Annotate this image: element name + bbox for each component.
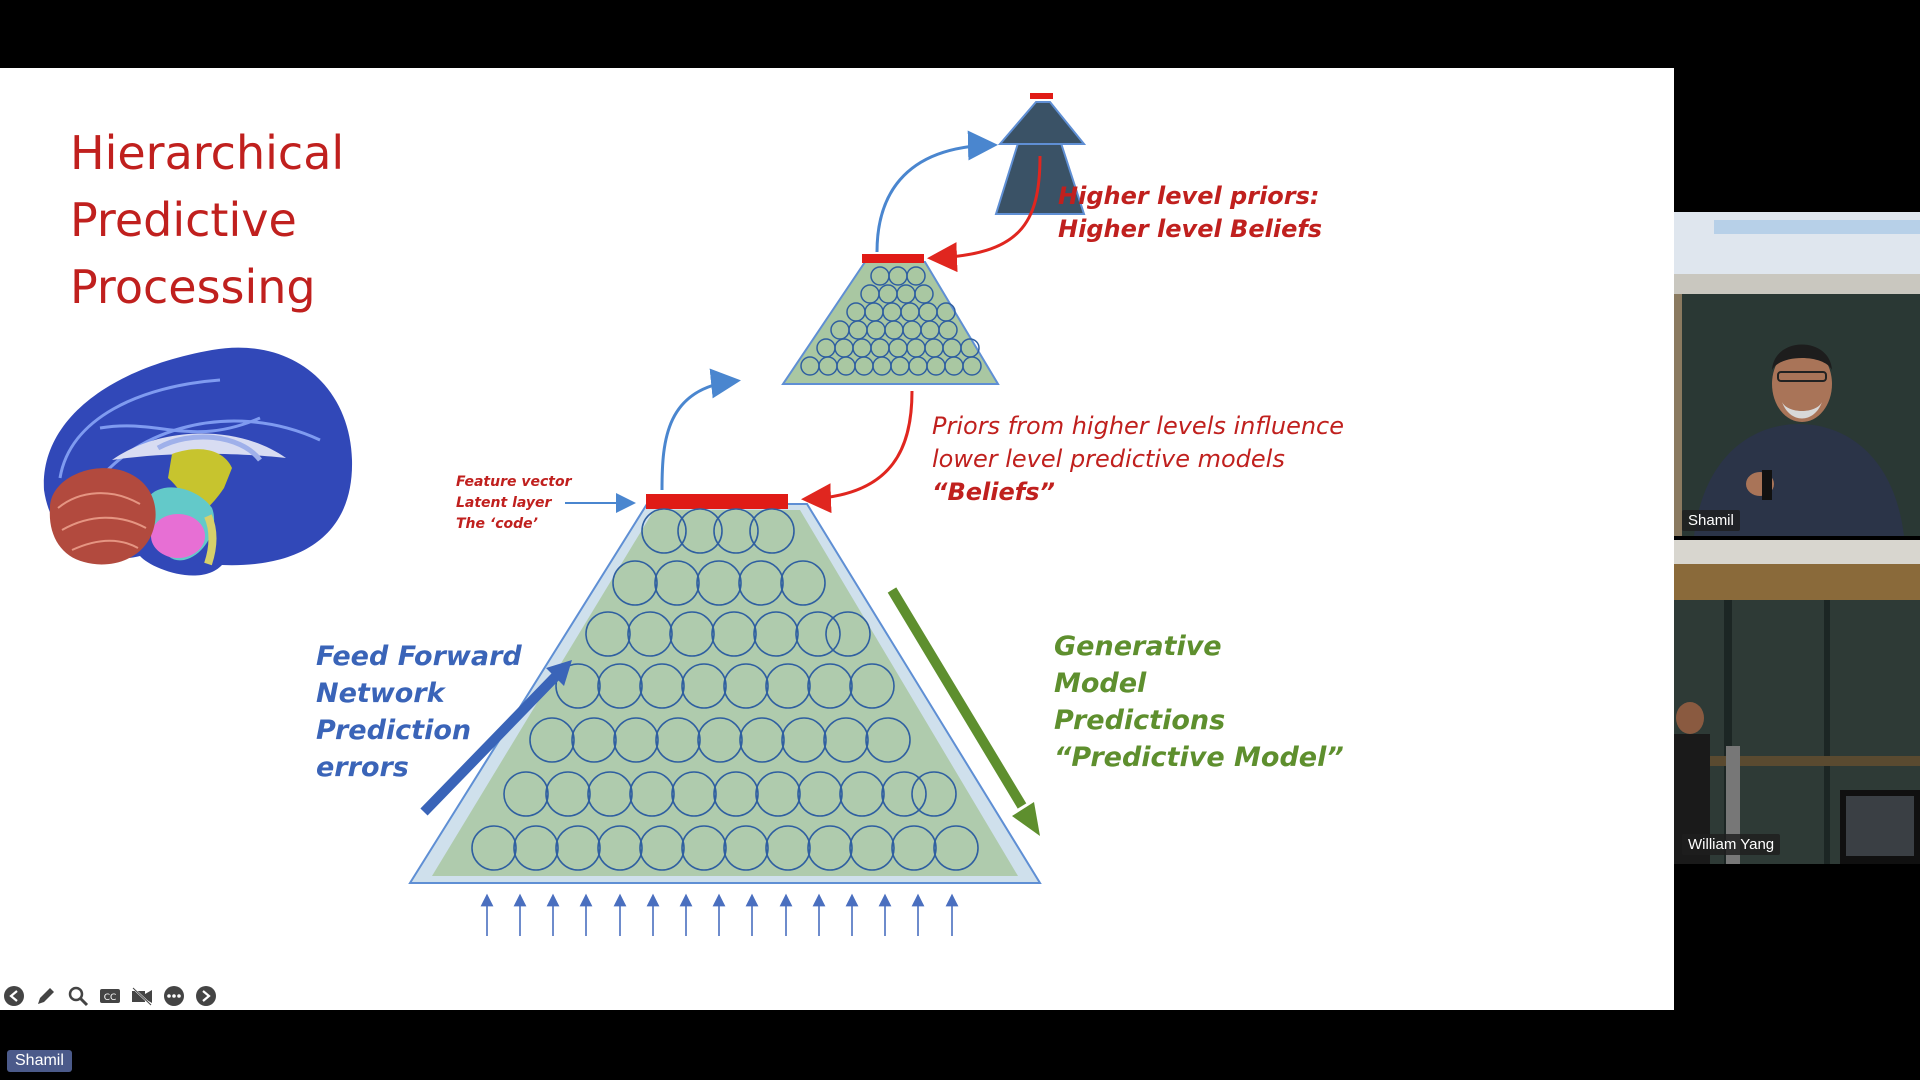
latent-layer-bar: [646, 494, 788, 509]
gen-line: Model: [1054, 668, 1147, 699]
slide-title: Hierarchical Predictive Processing: [70, 120, 344, 321]
middle-pyramid: [781, 254, 1000, 385]
input-arrows: [480, 893, 959, 936]
closed-caption-icon[interactable]: CC: [98, 984, 122, 1008]
gen-line: “Predictive Model”: [1054, 742, 1344, 773]
top-latent-bar: [1030, 93, 1053, 99]
pen-icon[interactable]: [34, 984, 58, 1008]
ff-line: Prediction: [316, 715, 472, 746]
video-frame: [1674, 540, 1920, 864]
title-line: Predictive: [70, 193, 297, 247]
feed-forward-label: Feed Forward Network Prediction errors: [316, 638, 522, 786]
svg-text:CC: CC: [104, 993, 117, 1003]
slide-diagram: [43, 93, 1087, 936]
feed-forward-arrow: [420, 660, 572, 816]
ff-line: Network: [316, 678, 445, 709]
feed-up-arrow-lower: [660, 368, 741, 491]
back-arrow-icon[interactable]: [2, 984, 26, 1008]
participant-video-william-yang[interactable]: William Yang: [1674, 540, 1920, 864]
higher-level-priors-label: Higher level priors: Higher level Belief…: [1058, 180, 1322, 246]
participant-video-shamil[interactable]: Shamil: [1674, 274, 1920, 536]
brain-illustration: [43, 347, 353, 576]
title-line: Hierarchical: [70, 126, 345, 180]
video-off-icon[interactable]: [130, 984, 154, 1008]
priors-line: “Beliefs”: [932, 478, 1055, 506]
higher-line: Higher level priors:: [1058, 182, 1320, 210]
priors-arrow-lower: [801, 390, 914, 514]
priors-line: Priors from higher levels influence: [932, 412, 1345, 440]
middle-latent-bar: [862, 254, 924, 263]
presentation-slide: Hierarchical Predictive Processing Featu…: [0, 68, 1674, 1010]
ff-line: errors: [316, 752, 409, 783]
ff-line: Feed Forward: [316, 641, 522, 672]
title-line: Processing: [70, 260, 316, 314]
priors-influence-label: Priors from higher levels influence lowe…: [932, 410, 1344, 509]
bottom-pyramid: [408, 494, 1042, 884]
gen-line: Generative: [1054, 631, 1222, 662]
gen-line: Predictions: [1054, 705, 1226, 736]
feature-vector-label: Feature vector Latent layer The ‘code’: [456, 472, 572, 535]
generative-arrow: [887, 587, 1040, 836]
feature-line: Latent layer: [456, 495, 552, 511]
priors-arrow-upper: [927, 155, 1042, 273]
more-icon[interactable]: [162, 984, 186, 1008]
generative-model-label: Generative Model Predictions “Predictive…: [1054, 628, 1344, 776]
video-frame: [1674, 274, 1920, 536]
feed-up-arrow-upper: [875, 130, 998, 253]
priors-line: lower level predictive models: [932, 445, 1285, 473]
slide-toolbar: CC: [2, 984, 218, 1008]
presenter-name-tag: Shamil: [7, 1050, 72, 1072]
feature-line: The ‘code’: [456, 516, 538, 532]
shared-screen-strip: [1674, 212, 1920, 274]
participant-name-tag: Shamil: [1682, 510, 1740, 531]
zoom-icon[interactable]: [66, 984, 90, 1008]
higher-line: Higher level Beliefs: [1058, 215, 1323, 243]
participant-name-tag: William Yang: [1682, 834, 1781, 855]
forward-arrow-icon[interactable]: [194, 984, 218, 1008]
feature-line: Feature vector: [456, 474, 572, 490]
